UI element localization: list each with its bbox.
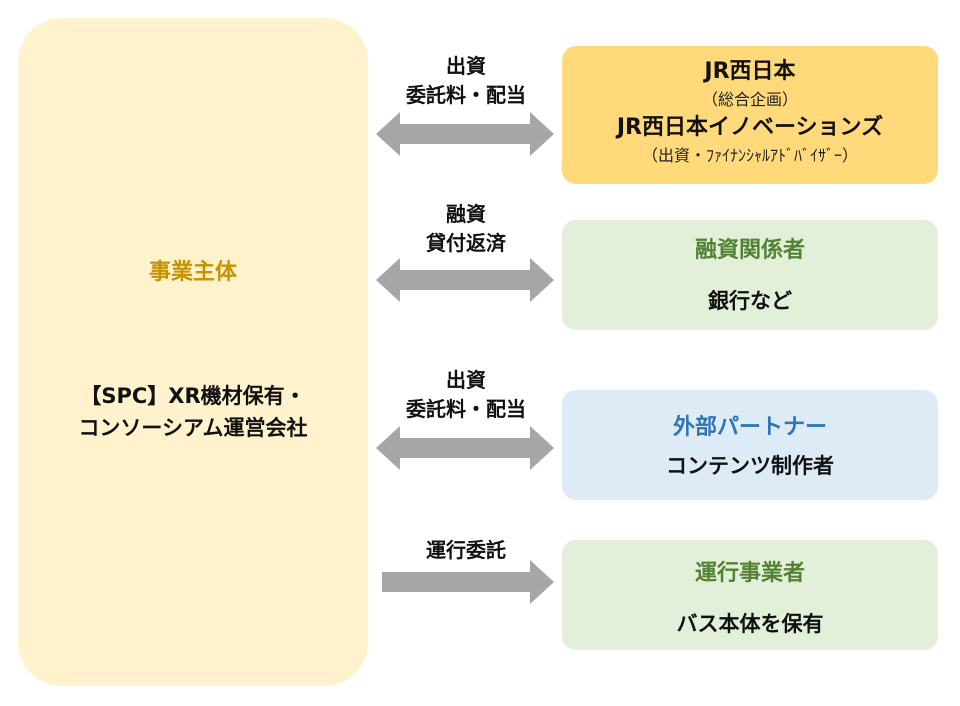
- party-jr-west: JR西日本 （総合企画） JR西日本イノベーションズ （出資・ﾌｧｲﾅﾝｼｬﾙｱ…: [562, 46, 938, 184]
- flow-label-line: 運行委託: [426, 538, 506, 562]
- party-subtitle: バス本体を保有: [676, 612, 824, 636]
- entity-title: 事業主体: [148, 260, 237, 285]
- right-arrow-icon: [382, 560, 554, 604]
- party-title: 融資関係者: [694, 238, 805, 263]
- flow-label-line: 出資: [446, 368, 486, 392]
- party-title: 外部パートナー: [672, 415, 827, 440]
- flow-label-operation: 運行委託: [376, 536, 556, 565]
- double-arrow-shape: [376, 426, 554, 470]
- double-arrow-icon: [376, 258, 554, 302]
- double-arrow-icon: [376, 112, 554, 156]
- party-title: 運行事業者: [694, 561, 805, 586]
- flow-label-partner-investment: 出資 委託料・配当: [376, 366, 556, 424]
- entity-description-line2: コンソーシアム運営会社: [78, 416, 308, 440]
- right-arrow-shape: [382, 560, 554, 604]
- entity-description-line1: 【SPC】XR機材保有・: [80, 384, 306, 408]
- entity-description: 【SPC】XR機材保有・ コンソーシアム運営会社: [18, 380, 368, 444]
- party-operator: 運行事業者 バス本体を保有: [562, 540, 938, 650]
- flow-label-line: 委託料・配当: [406, 83, 526, 107]
- party-subtitle: コンテンツ制作者: [666, 454, 834, 478]
- party-external-partner: 外部パートナー コンテンツ制作者: [562, 390, 938, 500]
- flow-label-loan: 融資 貸付返済: [376, 200, 556, 258]
- flow-label-line: 出資: [446, 54, 486, 78]
- party-name: JR西日本イノベーションズ: [616, 115, 884, 140]
- business-entity-box: 事業主体 【SPC】XR機材保有・ コンソーシアム運営会社: [18, 18, 368, 686]
- double-arrow-shape: [376, 112, 554, 156]
- double-arrow-shape: [376, 258, 554, 302]
- flow-label-line: 融資: [446, 202, 486, 226]
- flow-label-line: 貸付返済: [426, 231, 506, 255]
- flow-label-investment: 出資 委託料・配当: [376, 52, 556, 110]
- party-lenders: 融資関係者 銀行など: [562, 220, 938, 330]
- party-name: JR西日本: [704, 59, 796, 84]
- party-role: （総合企画）: [701, 90, 798, 109]
- double-arrow-icon: [376, 426, 554, 470]
- flow-label-line: 委託料・配当: [406, 397, 526, 421]
- party-subtitle: 銀行など: [708, 289, 792, 313]
- party-role: （出資・ﾌｧｲﾅﾝｼｬﾙｱﾄﾞﾊﾞｲｻﾞｰ）: [641, 146, 858, 165]
